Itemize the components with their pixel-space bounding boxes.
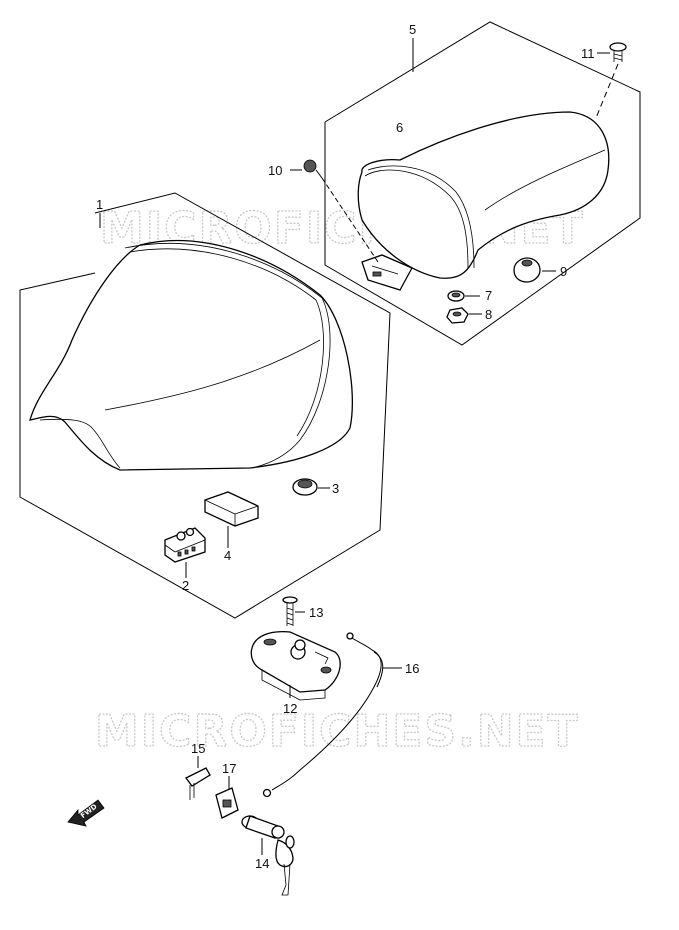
- callout-3: 3: [332, 481, 339, 496]
- part-15-clip: [185, 756, 211, 800]
- callout-4: 4: [224, 548, 231, 563]
- part-3-grommet: [292, 478, 330, 496]
- callout-7: 7: [485, 288, 492, 303]
- part-7-washer: [447, 290, 480, 302]
- callout-12: 12: [283, 701, 297, 716]
- fwd-arrow-icon: FWD: [67, 799, 105, 827]
- frame-part-5: [324, 21, 641, 346]
- callout-2: 2: [182, 578, 189, 593]
- callout-10: 10: [268, 163, 282, 178]
- rider-seat: [29, 239, 353, 471]
- part-8-nut: [446, 307, 482, 324]
- callout-9: 9: [560, 264, 567, 279]
- part-2-cushion-clip: [164, 527, 206, 578]
- part-4-pad: [204, 491, 259, 548]
- callout-15: 15: [191, 741, 205, 756]
- part-16-cable: [262, 632, 402, 798]
- part-9-cushion: [513, 257, 556, 283]
- part-12-seat-lock: [250, 630, 341, 701]
- callout-11: 11: [581, 46, 595, 61]
- part-11-screw: [595, 42, 627, 119]
- watermark-bottom: MICROFICHES.NET: [95, 706, 580, 757]
- callout-17: 17: [222, 761, 236, 776]
- callout-6: 6: [396, 120, 403, 135]
- callout-8: 8: [485, 307, 492, 322]
- callout-5: 5: [409, 22, 416, 37]
- part-10-screw: [290, 159, 379, 263]
- callout-1: 1: [96, 197, 103, 212]
- part-14-lock-cylinder: [241, 815, 295, 896]
- pillion-seat: [357, 111, 610, 291]
- frame-part-1: [19, 192, 391, 619]
- callout-13: 13: [309, 605, 323, 620]
- part-13-bolt: [282, 596, 305, 626]
- callout-14: 14: [255, 856, 269, 871]
- callout-16: 16: [405, 661, 419, 676]
- part-17-plate: [215, 776, 239, 819]
